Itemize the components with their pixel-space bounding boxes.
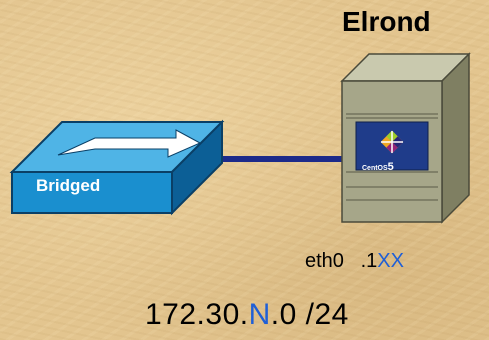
interface-label: eth0 .1XX — [305, 250, 404, 273]
host-name: Elrond — [342, 6, 431, 37]
interface-address-variable: XX — [377, 250, 404, 272]
os-name: CentOS — [362, 165, 388, 172]
network-prefix: 172.30. — [145, 298, 249, 331]
bridged-switch — [9, 119, 225, 216]
network-variable: N — [248, 298, 271, 331]
interface-address-prefix: .1 — [360, 250, 378, 272]
os-version: 5 — [387, 161, 394, 173]
switch-label: Bridged — [36, 176, 101, 195]
network-address: 172.30.N.0 /24 — [145, 298, 349, 332]
network-suffix: .0 /24 — [270, 298, 349, 331]
interface-name: eth0 — [305, 250, 344, 272]
server-tower — [340, 52, 471, 224]
os-label: CentOS5 — [362, 161, 394, 173]
arrow-icon — [57, 129, 202, 158]
